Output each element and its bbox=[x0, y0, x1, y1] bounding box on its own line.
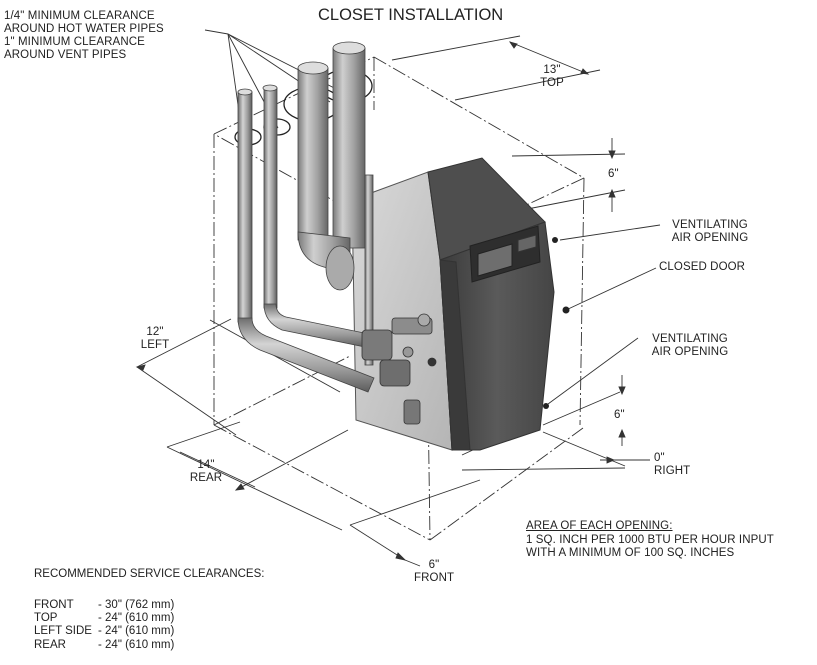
service-row-left-side: LEFT SIDE - 24" (610 mm) bbox=[34, 625, 174, 638]
vent-clearance-label-1: 1" MINIMUM CLEARANCE bbox=[4, 36, 145, 48]
upper-gap-dimension: 6" bbox=[608, 168, 619, 180]
left-dimension-value: 12" bbox=[146, 326, 164, 338]
top-dimension-value: 13" bbox=[543, 64, 561, 76]
service-row-name: FRONT bbox=[34, 599, 74, 611]
service-row-rear: REAR - 24" (610 mm) bbox=[34, 639, 174, 652]
service-row-top: TOP - 24" (610 mm) bbox=[34, 612, 174, 625]
service-row-value: - 24" (610 mm) bbox=[98, 638, 175, 651]
front-dimension-label: FRONT bbox=[414, 572, 455, 584]
service-row-name: LEFT SIDE bbox=[34, 625, 92, 638]
service-row-value: - 24" (610 mm) bbox=[98, 625, 175, 638]
service-clearances-list: FRONT - 30" (762 mm) TOP - 24" (610 mm) … bbox=[34, 599, 174, 652]
lower-gap-dimension: 6" bbox=[614, 409, 625, 421]
opening-area-line-1: 1 SQ. INCH PER 1000 BTU PER HOUR INPUT bbox=[526, 534, 774, 546]
vent-clearance-label-2: AROUND VENT PIPES bbox=[4, 49, 127, 61]
water-pipes bbox=[237, 84, 375, 393]
opening-area-line-2: WITH A MINIMUM OF 100 SQ. INCHES bbox=[526, 547, 735, 559]
closed-door-label: CLOSED DOOR bbox=[659, 261, 746, 273]
service-row-name: REAR bbox=[34, 638, 66, 651]
top-dimension-label: TOP bbox=[540, 77, 564, 89]
lower-vent-opening-label-2: AIR OPENING bbox=[651, 346, 729, 358]
right-dimension-label: RIGHT bbox=[654, 465, 691, 477]
right-dimension-value: 0" bbox=[654, 452, 665, 464]
rear-dimension-value: 14" bbox=[197, 459, 215, 471]
dimension-lines bbox=[135, 35, 650, 567]
lower-vent-opening-label-1: VENTILATING bbox=[652, 333, 728, 345]
diagram-title: CLOSET INSTALLATION bbox=[318, 6, 504, 24]
upper-vent-opening-label-1: VENTILATING bbox=[672, 219, 748, 231]
service-row-value: - 24" (610 mm) bbox=[98, 612, 175, 625]
hot-water-clearance-label-1: 1/4" MINIMUM CLEARANCE bbox=[4, 10, 155, 22]
service-row-front: FRONT - 30" (762 mm) bbox=[34, 599, 174, 612]
hot-water-clearance-label-2: AROUND HOT WATER PIPES bbox=[4, 23, 164, 35]
upper-vent-opening-label-2: AIR OPENING bbox=[671, 232, 749, 244]
service-clearances-heading: RECOMMENDED SERVICE CLEARANCES: bbox=[34, 568, 265, 580]
front-dimension-value: 6" bbox=[428, 559, 440, 571]
rear-dimension-label: REAR bbox=[189, 472, 223, 484]
opening-area-heading: AREA OF EACH OPENING: bbox=[526, 520, 673, 532]
service-row-value: - 30" (762 mm) bbox=[98, 599, 175, 611]
valve-assembly bbox=[361, 313, 437, 425]
vent-pipes bbox=[297, 41, 366, 291]
boiler-cabinet bbox=[427, 157, 555, 451]
left-dimension-label: LEFT bbox=[140, 339, 170, 351]
service-row-name: TOP bbox=[34, 612, 58, 625]
